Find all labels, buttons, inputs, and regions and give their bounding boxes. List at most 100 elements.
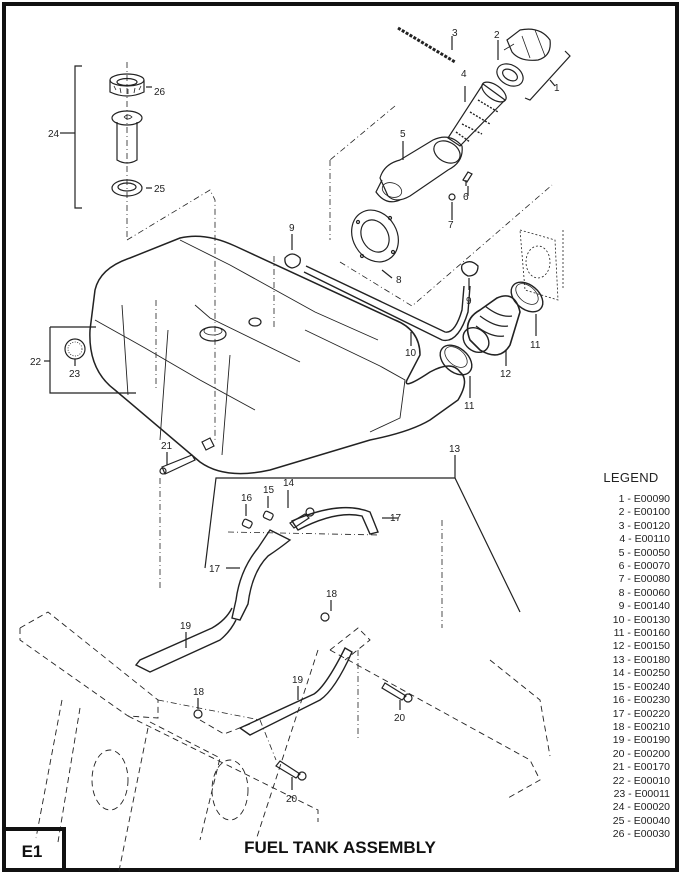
callout-2: 2 [494, 30, 500, 41]
seal-ring-icon [111, 179, 143, 197]
callout-25: 25 [154, 184, 166, 195]
legend-item: 6 - E00070 [618, 560, 670, 573]
legend-item: 14 - E00250 [612, 667, 670, 680]
callout-22: 22 [30, 357, 42, 368]
filler-neck-icon [375, 136, 463, 203]
hose-clamp-icon [284, 234, 301, 269]
legend-item: 8 - E00060 [618, 586, 670, 599]
hose-clamp-icon [460, 261, 479, 290]
legend-item: 16 - E00230 [612, 694, 670, 707]
bolt-icon [381, 682, 413, 703]
callout-13: 13 [449, 444, 461, 455]
filler-flange-icon [351, 209, 399, 263]
callout-26: 26 [154, 87, 166, 98]
callout-14: 14 [283, 478, 295, 489]
legend-title: LEGEND [603, 470, 659, 485]
legend-item: 22 - E00010 [612, 774, 670, 787]
bracket-1 [524, 50, 571, 101]
gasket-icon [496, 63, 524, 87]
hose-clamp-large-icon [510, 281, 544, 313]
callout-15: 15 [263, 485, 275, 496]
section-badge: E1 [2, 827, 66, 872]
vent-hose-icon [303, 265, 471, 342]
callout-23: 23 [69, 369, 81, 380]
callout-12: 12 [500, 369, 512, 380]
callout-11b: 11 [464, 401, 475, 412]
rail-19b-icon [238, 647, 353, 736]
legend-item: 10 - E00130 [612, 613, 670, 626]
callout-18a: 18 [326, 589, 338, 600]
hose-clamp-large-icon [439, 344, 473, 376]
filler-group [329, 26, 571, 307]
leader-1 [549, 79, 556, 87]
drain-bolt-icon [159, 454, 196, 475]
vent-plate-icon [519, 229, 559, 301]
legend-item: 15 - E00240 [612, 680, 670, 693]
legend-item: 3 - E00120 [618, 519, 670, 532]
callout-18b: 18 [193, 687, 205, 698]
tank-strap-upper-icon [290, 506, 379, 535]
callout-8: 8 [396, 275, 402, 286]
filler-strainer-icon [447, 81, 507, 147]
leader-8 [381, 269, 393, 279]
legend-item: 18 - E00210 [612, 720, 670, 733]
rail-19a-icon [134, 607, 237, 673]
spacer-icon [262, 510, 274, 521]
callout-20b: 20 [286, 794, 298, 805]
legend-item: 11 - E00160 [613, 627, 670, 640]
callout-1: 1 [554, 83, 560, 94]
callout-19b: 19 [292, 675, 304, 686]
legend-item: 21 - E00170 [612, 761, 670, 774]
tank-strap-lower-icon [231, 529, 292, 621]
tank-vent-nipple [248, 317, 262, 327]
callout-9a: 9 [289, 223, 295, 234]
nut-icon [193, 709, 203, 719]
centerline-tank [126, 189, 216, 440]
callout-10: 10 [405, 348, 417, 359]
page-title: FUEL TANK ASSEMBLY [244, 838, 436, 857]
centerline-flange [339, 184, 553, 307]
nut-icon [320, 612, 330, 622]
legend-item: 24 - E00020 [612, 801, 670, 814]
centerline-filler [329, 105, 396, 240]
callout-17b: 17 [209, 564, 221, 575]
legend-item: 26 - E00030 [612, 828, 670, 841]
legend-item: 9 - E00140 [618, 600, 670, 613]
legend-item: 23 - E00011 [613, 787, 670, 800]
legend-item: 12 - E00150 [612, 640, 670, 653]
legend-item: 1 - E00090 [618, 493, 670, 505]
bracket-22 [49, 326, 136, 394]
part-24-group [60, 62, 216, 440]
callout-19a: 19 [180, 621, 192, 632]
callout-17a: 17 [390, 513, 402, 524]
callout-11a: 11 [530, 340, 541, 351]
fuel-sender-icon [111, 110, 143, 164]
legend-item: 2 - E00100 [618, 506, 670, 519]
legend-item: 25 - E00040 [612, 814, 670, 827]
callout-16: 16 [241, 493, 253, 504]
legend-item: 7 - E00080 [618, 573, 670, 586]
tank-drain-boss [201, 437, 215, 451]
legend-item: 13 - E00180 [612, 653, 670, 666]
legend-item: 5 - E00050 [618, 546, 670, 559]
callout-4: 4 [461, 69, 467, 80]
tank-filler-port [199, 326, 227, 342]
filler-cap-icon [503, 28, 551, 61]
callout-7: 7 [448, 220, 454, 231]
bolt-icon [289, 507, 315, 529]
legend-item: 4 - E00110 [619, 533, 670, 546]
callout-3: 3 [452, 28, 458, 39]
callout-5: 5 [400, 129, 406, 140]
callout-21: 21 [161, 441, 173, 452]
callout-20a: 20 [394, 713, 406, 724]
legend-item: 19 - E00190 [612, 734, 670, 747]
callout-9b: 9 [466, 296, 472, 307]
legend-item: 20 - E00200 [612, 747, 670, 760]
filler-bellows-icon [462, 295, 521, 356]
washer-icon [448, 193, 456, 201]
bracket-13 [204, 477, 521, 613]
bolt-icon [275, 760, 307, 781]
